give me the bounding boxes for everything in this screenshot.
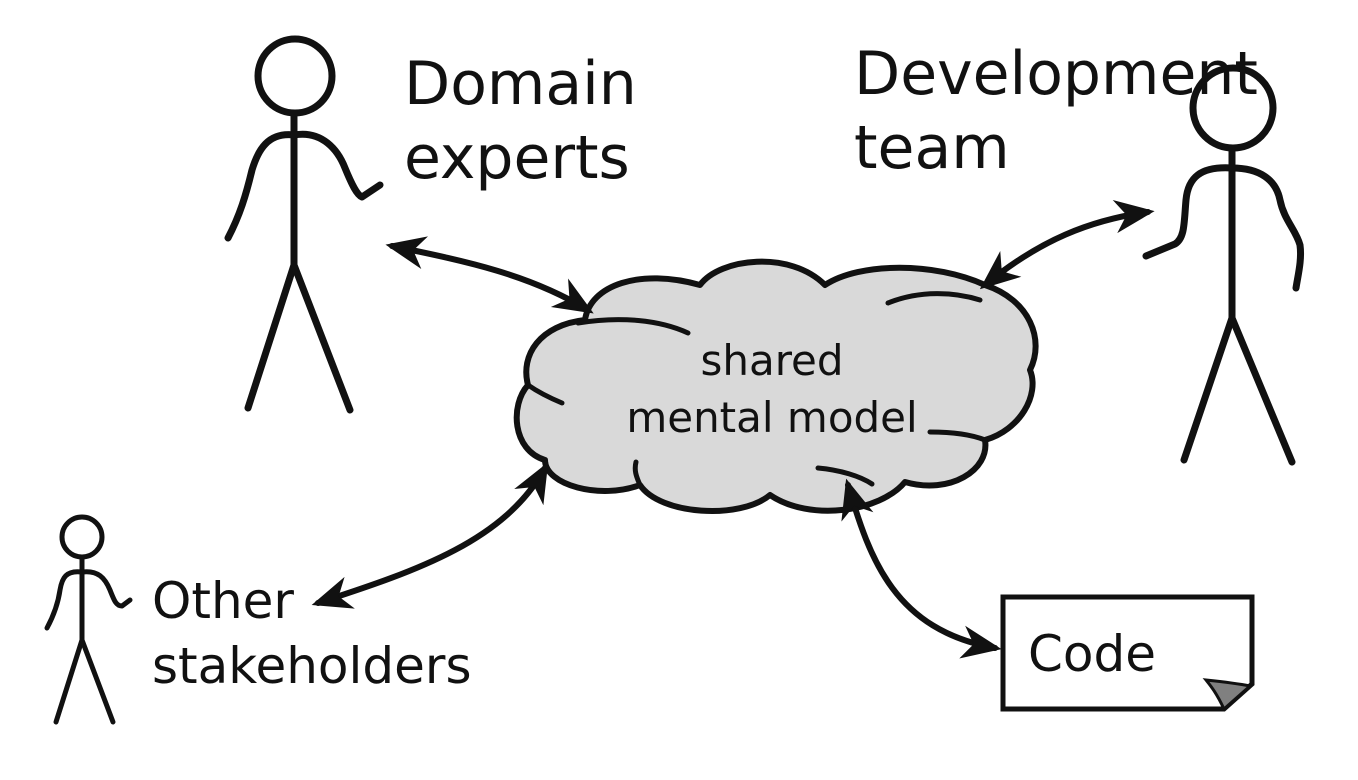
shared-mental-model-cloud: shared mental model <box>513 258 1039 514</box>
code-document-fold <box>1202 678 1254 712</box>
other-stakeholder-right-leg <box>79 637 116 725</box>
domain-experts-label-line1: Domain <box>404 49 637 119</box>
arrow-development-team-cloud <box>979 200 1155 290</box>
other-stakeholder-figure <box>44 514 133 725</box>
domain-expert-head <box>254 35 336 117</box>
cloud-shape <box>513 258 1039 514</box>
other-stakeholder-head <box>59 514 105 560</box>
cloud-label-line1: shared <box>700 336 843 385</box>
other-stakeholders-label-line2: stakeholders <box>152 637 472 695</box>
domain-expert-left-arm <box>224 131 298 242</box>
domain-expert-figure <box>224 35 384 414</box>
arrow-domain-experts-cloud <box>385 236 594 314</box>
cloud-label-line2: mental model <box>626 393 917 442</box>
code-document-label: Code <box>1028 625 1156 683</box>
development-team-label-line2: team <box>854 113 1010 183</box>
development-team-figure <box>1142 64 1304 466</box>
development-team-left-leg <box>1180 314 1236 464</box>
other-stakeholders-label-line1: Other <box>152 572 294 630</box>
arrow-other-stakeholders-cloud <box>311 462 549 609</box>
domain-expert-right-arm <box>290 130 384 201</box>
development-team-right-leg <box>1228 314 1296 466</box>
domain-experts-label-line2: experts <box>404 123 630 193</box>
domain-expert-left-leg <box>244 261 298 412</box>
other-stakeholder-right-arm <box>79 569 133 609</box>
code-document: Code <box>1000 594 1255 712</box>
arrow-code-cloud <box>841 478 1002 659</box>
connector-arrows <box>311 200 1155 659</box>
other-stakeholder-left-leg <box>53 637 85 725</box>
domain-expert-right-leg <box>290 261 354 414</box>
other-stakeholder-left-arm <box>44 569 85 631</box>
development-team-left-arm <box>1142 164 1236 260</box>
development-team-right-arm <box>1228 164 1304 292</box>
development-team-label-line1: Development <box>854 39 1258 109</box>
